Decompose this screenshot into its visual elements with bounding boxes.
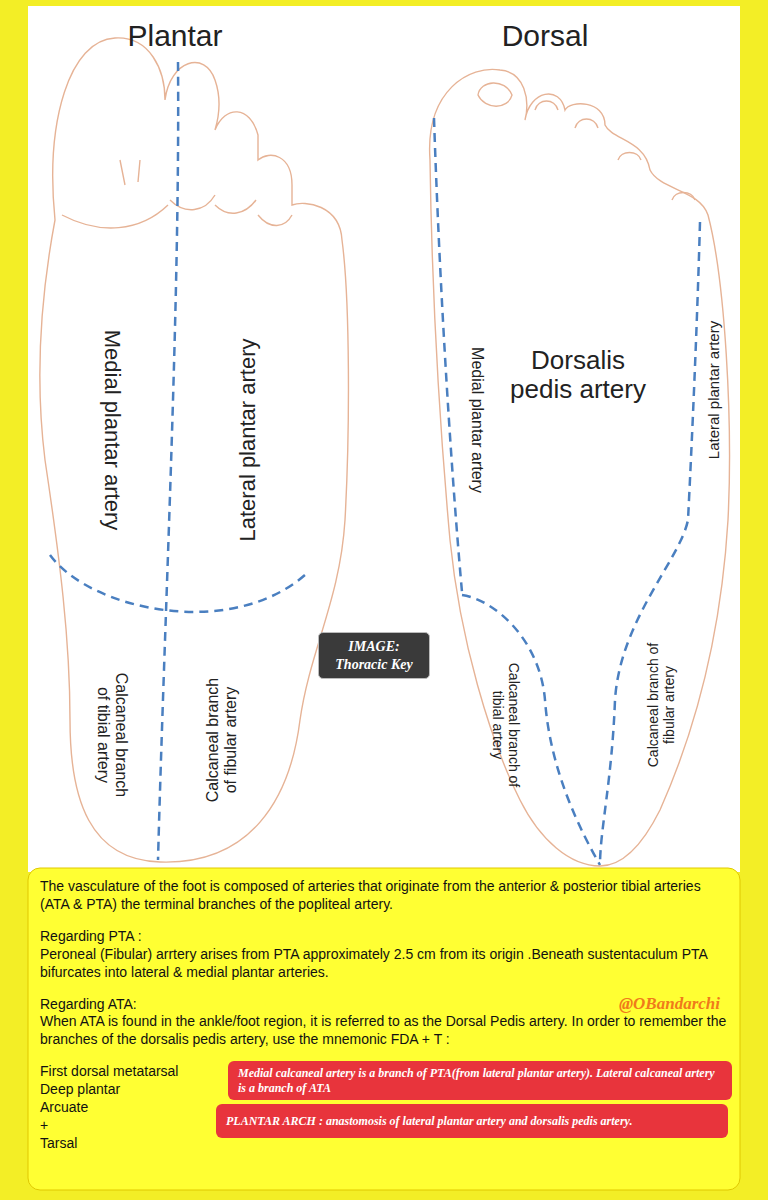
white-ground (28, 6, 740, 872)
artery-territory-lines (50, 62, 700, 865)
credit-text: IMAGE: Thoracic Key (328, 638, 420, 673)
paragraph: The vasculature of the foot is composed … (40, 878, 728, 914)
text-panel: The vasculature of the foot is composed … (28, 868, 740, 1190)
watermark: @OBandarchi (619, 994, 720, 1013)
artery-label: Dorsalis pedis artery (503, 346, 653, 404)
paragraph: Peroneal (Fibular) arrtery arises from P… (40, 946, 728, 982)
note-box: PLANTAR ARCH : anastomosis of lateral pl… (216, 1104, 728, 1138)
artery-label: Medial plantar artery (100, 295, 125, 565)
list-item: Tarsal (40, 1135, 225, 1153)
note-box: Medial calcaneal artery is a branch of P… (228, 1061, 732, 1100)
artery-label: Calcaneal branch of tibial artery (489, 662, 520, 788)
plantar-foot-outline (40, 38, 349, 862)
artery-label: Calcaneal branch of fibular artery (646, 642, 677, 768)
paragraph: Regarding PTA : (40, 928, 728, 946)
paragraph: Regarding ATA: (40, 996, 728, 1014)
paragraph: When ATA is found in the ankle/foot regi… (40, 1013, 728, 1049)
list-item: Deep plantar (40, 1081, 225, 1099)
artery-label: Lateral plantar artery (706, 290, 723, 490)
mnemonic-list: First dorsal metatarsalDeep plantarArcua… (40, 1063, 225, 1153)
note-text: PLANTAR ARCH : anastomosis of lateral pl… (226, 1114, 718, 1128)
image-credit-box: IMAGE: Thoracic Key (318, 632, 430, 679)
artery-label: Lateral plantar artery (236, 305, 261, 575)
list-item: + (40, 1117, 225, 1135)
artery-label: Calcaneal branch of tibial artery (94, 666, 130, 804)
dorsal-foot-outline (430, 69, 730, 866)
view-title: Dorsal (435, 19, 655, 53)
artery-label: Medial plantar artery (468, 310, 486, 530)
note-text: Medial calcaneal artery is a branch of P… (238, 1066, 722, 1095)
view-title: Plantar (65, 19, 285, 53)
artery-label: Calcaneal branch of fibular artery (204, 671, 240, 809)
list-item: First dorsal metatarsal (40, 1063, 225, 1081)
list-item: Arcuate (40, 1099, 225, 1117)
text-panel-ground (28, 868, 740, 1190)
